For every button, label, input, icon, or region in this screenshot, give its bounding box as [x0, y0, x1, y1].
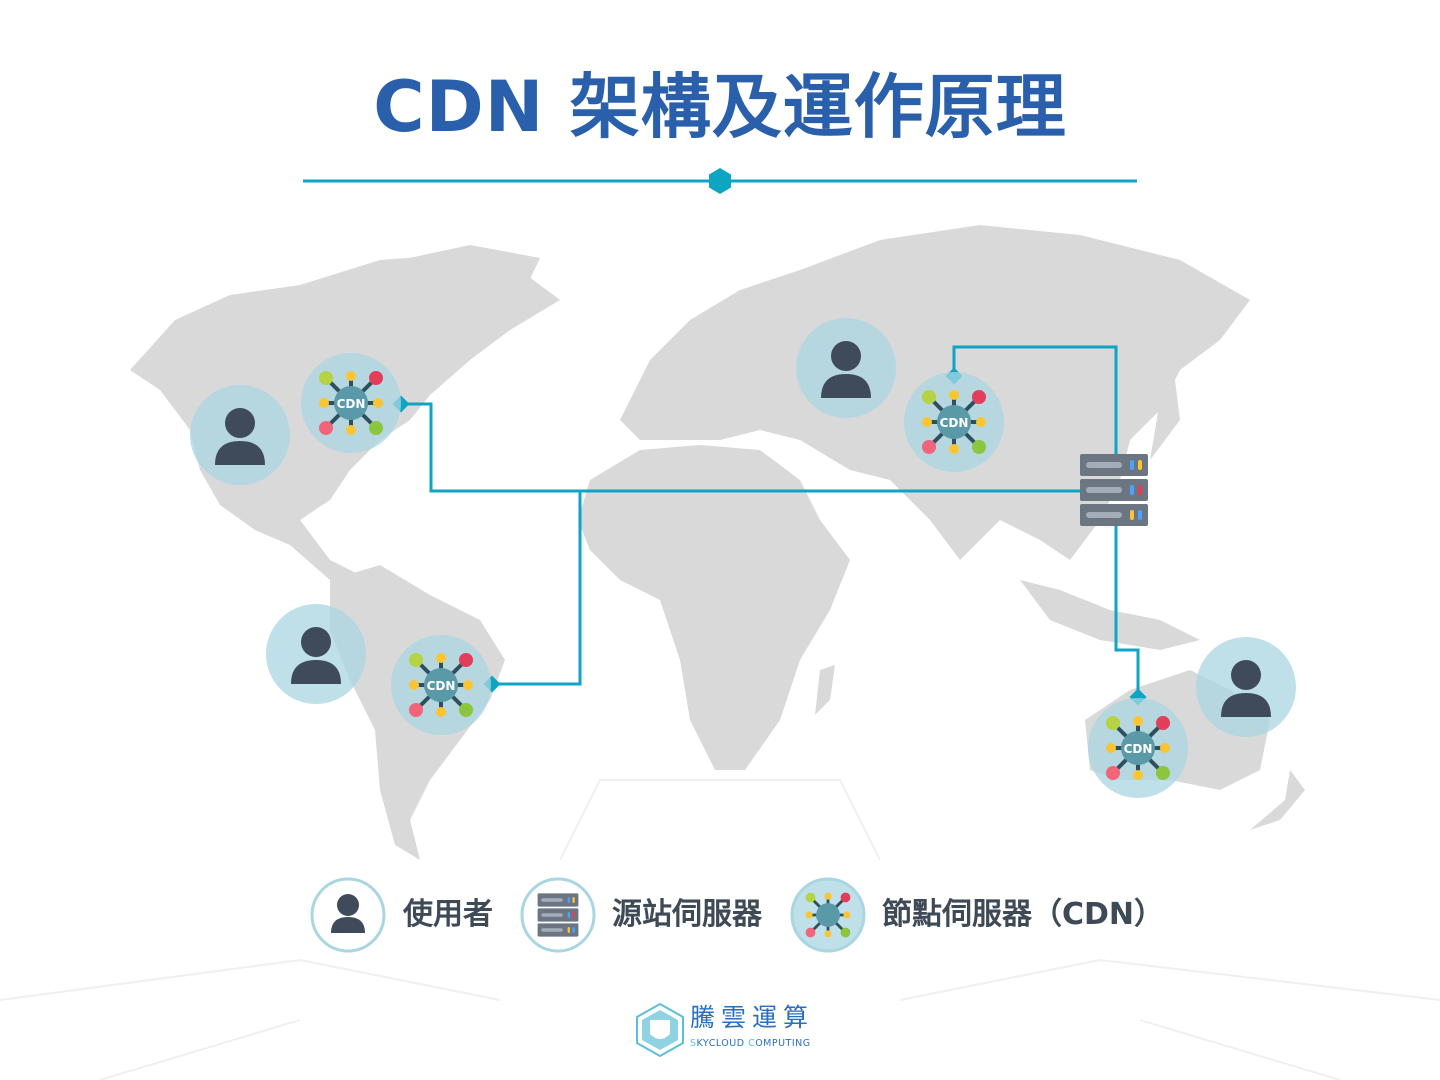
cdn-label: CDN [940, 416, 969, 430]
greenland [400, 245, 540, 360]
skycloud-logo-icon [636, 1002, 684, 1058]
madagascar [815, 665, 835, 715]
page-title: CDN 架構及運作原理 [373, 66, 1067, 148]
cdn-node-south-america: CDN [389, 633, 493, 737]
africa [578, 445, 850, 770]
cdn-label: CDN [427, 679, 456, 693]
logo-en-s: S [690, 1038, 697, 1049]
new-zealand [1250, 770, 1305, 830]
background-circuit-pattern [0, 779, 1440, 1080]
legend-label-user: 使用者 [403, 897, 493, 932]
cdn-node-north-america: CDN [299, 351, 403, 455]
cdn-node-asia: CDN [902, 370, 1006, 474]
legend-label-server: 源站伺服器 [612, 897, 762, 932]
southeast-asia [1020, 580, 1200, 650]
user-node-oceania [1196, 637, 1296, 737]
japan [1150, 380, 1180, 460]
user-node-south-america [266, 604, 366, 704]
cdn-label: CDN [1124, 742, 1153, 756]
logo-en-part1: KYCLOUD [696, 1038, 749, 1049]
origin-server-icon [1080, 454, 1148, 526]
logo-en-part2: OMPUTING [755, 1038, 811, 1049]
legend-server-icon [520, 877, 596, 953]
cdn-node-australia: CDN [1086, 696, 1190, 800]
user-node-russia [796, 318, 896, 418]
logo-en-c: C [748, 1038, 756, 1049]
divider-hexagon [709, 168, 731, 194]
legend-cdn-icon [790, 877, 866, 953]
legend-label-cdn: 節點伺服器（CDN） [882, 897, 1165, 932]
logo-name-cn: 騰雲運算 [690, 1003, 815, 1032]
legend-user-icon [310, 877, 386, 953]
connection-lines [401, 345, 1140, 697]
user-node-north-america [190, 385, 290, 485]
cdn-label: CDN [337, 397, 366, 411]
